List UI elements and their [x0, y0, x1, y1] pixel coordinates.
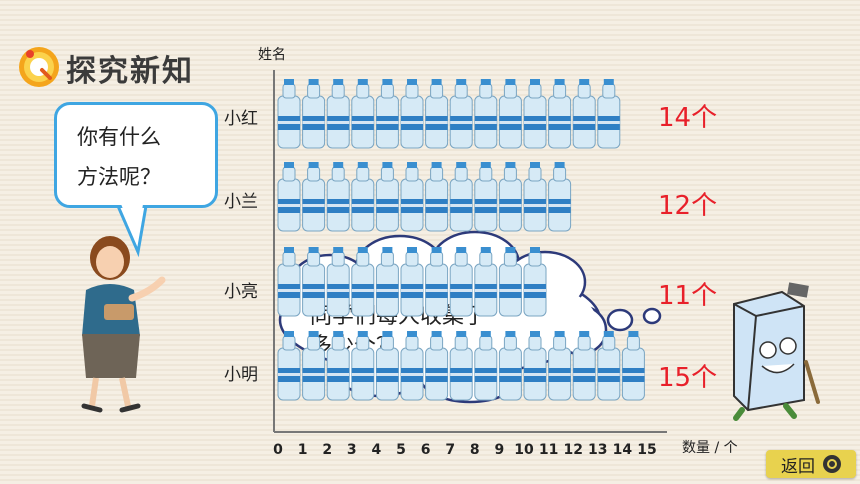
water-bottle-icon	[548, 162, 572, 232]
x-tick-label: 4	[372, 442, 382, 458]
water-bottle-icon	[498, 162, 522, 232]
water-bottle-icon	[523, 247, 547, 317]
teacher-illustration	[81, 236, 166, 413]
water-bottle-icon	[425, 247, 449, 317]
value-label: 15个	[658, 363, 717, 393]
x-tick-label: 10	[514, 442, 534, 458]
water-bottle-icon	[572, 79, 596, 149]
water-bottle-icon	[523, 79, 547, 149]
water-bottle-icon	[548, 331, 572, 401]
value-label: 12个	[658, 191, 717, 221]
water-bottle-icon	[523, 331, 547, 401]
water-bottle-icon	[277, 162, 301, 232]
water-bottle-icon	[375, 247, 399, 317]
water-bottle-icon	[498, 79, 522, 149]
water-bottle-icon	[302, 331, 326, 401]
water-bottle-icon	[375, 162, 399, 232]
page-title: 探究新知	[66, 54, 194, 89]
water-bottle-icon	[523, 162, 547, 232]
x-tick-label: 6	[421, 442, 431, 458]
y-axis-label: 姓名	[258, 47, 286, 63]
q-logo-icon	[19, 47, 59, 87]
water-bottle-icon	[351, 162, 375, 232]
water-bottle-icon	[277, 247, 301, 317]
milk-carton-illustration	[733, 282, 820, 421]
x-tick-label: 1	[298, 442, 308, 458]
x-tick-label: 15	[637, 442, 656, 458]
speech-bubble: 你有什么 方法呢？	[54, 102, 218, 208]
x-tick-label: 5	[396, 442, 406, 458]
x-tick-label: 9	[495, 442, 505, 458]
water-bottle-icon	[449, 331, 473, 401]
value-label: 11个	[658, 281, 717, 311]
water-bottle-icon	[425, 162, 449, 232]
x-tick-label: 0	[273, 442, 283, 458]
water-bottle-icon	[302, 247, 326, 317]
back-button[interactable]: 返回	[766, 450, 856, 478]
water-bottle-icon	[326, 331, 350, 401]
x-axis-label: 数量 / 个	[682, 440, 738, 456]
water-bottle-icon	[302, 79, 326, 149]
water-bottle-icon	[326, 79, 350, 149]
water-bottle-icon	[474, 331, 498, 401]
back-icon	[823, 455, 841, 473]
x-tick-label: 7	[445, 442, 455, 458]
water-bottle-icon	[449, 79, 473, 149]
speech-line-1: 你有什么	[77, 125, 161, 149]
water-bottle-icon	[449, 247, 473, 317]
water-bottle-icon	[302, 162, 326, 232]
water-bottle-icon	[351, 331, 375, 401]
water-bottle-icon	[400, 247, 424, 317]
water-bottle-icon	[621, 331, 645, 401]
water-bottle-icon	[400, 79, 424, 149]
category-label: 小亮	[224, 282, 258, 302]
category-label: 小兰	[224, 192, 258, 212]
water-bottle-icon	[498, 331, 522, 401]
water-bottle-icon	[277, 331, 301, 401]
value-label: 14个	[658, 103, 717, 133]
water-bottle-icon	[351, 79, 375, 149]
x-tick-label: 13	[588, 442, 607, 458]
x-tick-label: 3	[347, 442, 357, 458]
x-tick-label: 12	[563, 442, 582, 458]
water-bottle-icon	[548, 79, 572, 149]
water-bottle-icon	[498, 247, 522, 317]
water-bottle-icon	[326, 247, 350, 317]
water-bottle-icon	[597, 331, 621, 401]
water-bottle-icon	[400, 162, 424, 232]
water-bottle-icon	[425, 79, 449, 149]
water-bottle-icon	[449, 162, 473, 232]
water-bottle-icon	[474, 79, 498, 149]
water-bottle-icon	[474, 247, 498, 317]
water-bottle-icon	[326, 162, 350, 232]
category-label: 小明	[224, 365, 258, 385]
x-tick-label: 8	[470, 442, 480, 458]
x-tick-label: 2	[322, 442, 332, 458]
water-bottle-icon	[572, 331, 596, 401]
x-tick-label: 11	[539, 442, 558, 458]
water-bottle-icon	[351, 247, 375, 317]
speech-line-2: 方法呢？	[77, 165, 161, 189]
category-label: 小红	[224, 109, 258, 129]
water-bottle-icon	[375, 331, 399, 401]
water-bottle-icon	[425, 331, 449, 401]
x-tick-label: 14	[613, 442, 633, 458]
water-bottle-icon	[375, 79, 399, 149]
water-bottle-icon	[277, 79, 301, 149]
water-bottle-icon	[400, 331, 424, 401]
water-bottle-icon	[474, 162, 498, 232]
water-bottle-icon	[597, 79, 621, 149]
back-button-label: 返回	[781, 456, 815, 477]
